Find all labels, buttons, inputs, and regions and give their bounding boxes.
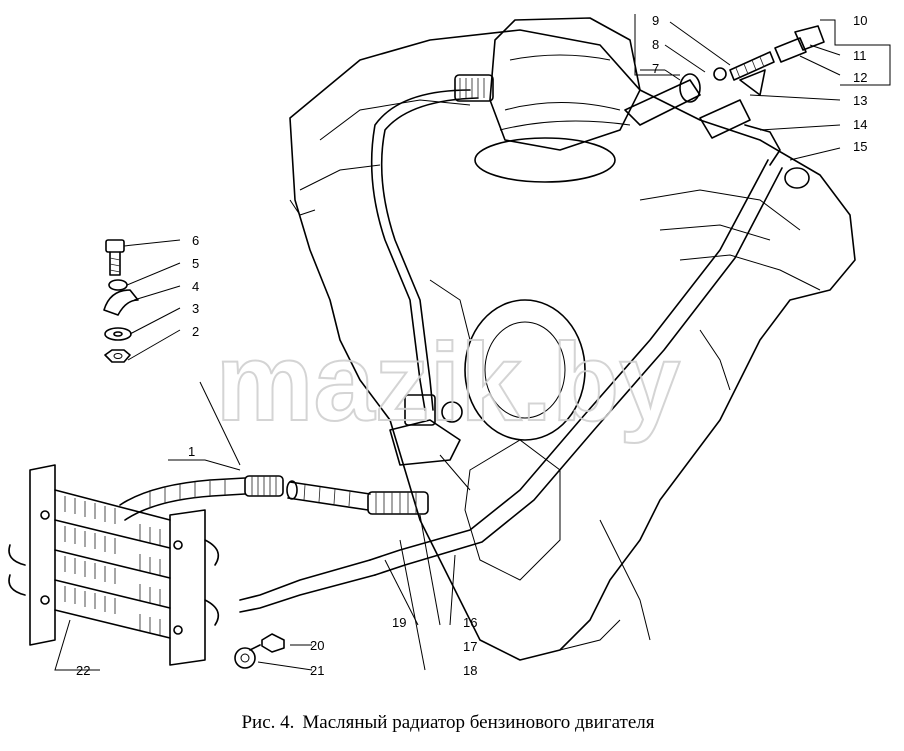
hose-assembly [119,475,429,521]
callout-5: 5 [192,256,199,271]
callout-6: 6 [192,233,199,248]
callout-22: 22 [76,663,90,678]
callout-9: 9 [652,13,659,28]
oil-pipe-main [239,159,783,613]
callout-8: 8 [652,37,659,52]
figure-caption: Рис. 4. Масляный радиатор бензинового дви… [0,712,904,734]
callout-17: 17 [463,639,477,654]
fasteners-2-6 [103,239,139,363]
pump-fittings [389,394,471,491]
figure-number: Рис. 4. [241,712,295,733]
callout-7: 7 [652,61,659,76]
callout-18: 18 [463,663,477,678]
callout-11: 11 [853,48,867,63]
leaders [54,14,891,671]
callout-14: 14 [853,117,867,132]
callout-13: 13 [853,93,867,108]
oil-cooler [8,464,220,666]
callout-3: 3 [192,301,199,316]
callout-19: 19 [392,615,406,630]
callout-10: 10 [853,13,867,28]
breather-tube [370,74,494,411]
fasteners-20-21 [234,633,285,669]
callout-4: 4 [192,279,199,294]
callout-1: 1 [188,444,195,459]
callout-20: 20 [310,638,324,653]
callout-2: 2 [192,324,199,339]
upper-fitting-assembly [624,25,825,189]
figure-title: Масляный радиатор бензинового двигателя [302,712,655,733]
callout-21: 21 [310,663,324,678]
callout-12: 12 [853,70,867,85]
callout-labels: 1 2 3 4 5 6 7 8 9 10 11 12 13 14 15 16 1… [76,13,867,678]
callout-15: 15 [853,139,867,154]
callout-16: 16 [463,615,477,630]
watermark: mazik.by [216,321,681,444]
